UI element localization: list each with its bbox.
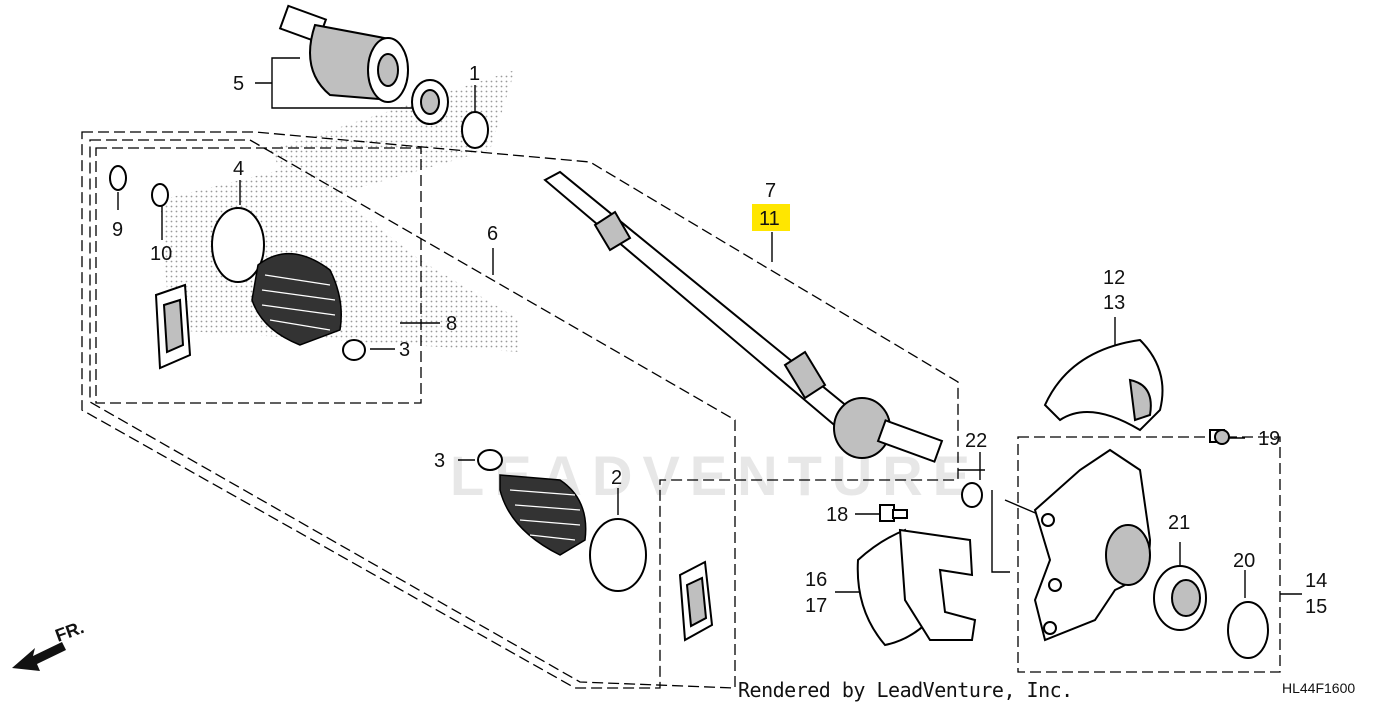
callout-5[interactable]: 5 (233, 73, 244, 95)
callout-19[interactable]: 19 (1258, 428, 1280, 450)
rendered-by-credit: Rendered by LeadVenture, Inc. (738, 678, 1073, 702)
callout-20[interactable]: 20 (1233, 550, 1255, 572)
boot-band-3-lower[interactable] (477, 449, 503, 471)
callout-11[interactable]: 11 (759, 208, 780, 230)
outline-knuckle-14 (1017, 436, 1281, 673)
shading-upper (270, 70, 515, 205)
callout-14[interactable]: 14 (1305, 570, 1327, 592)
arm-cover[interactable] (856, 528, 977, 647)
grease-pack-upper[interactable] (154, 283, 192, 370)
diagram-code: HL44F1600 (1282, 680, 1356, 696)
callout-1[interactable]: 1 (469, 63, 480, 85)
callout-15[interactable]: 15 (1305, 596, 1327, 618)
ring-10[interactable] (151, 183, 169, 207)
callout-3-upper[interactable]: 3 (399, 339, 410, 361)
ring-22[interactable] (961, 482, 983, 508)
callout-7[interactable]: 7 (765, 180, 776, 202)
callout-16[interactable]: 16 (805, 569, 827, 591)
bearing-cage[interactable] (411, 79, 449, 125)
driveshaft[interactable] (543, 170, 944, 463)
outline-kit-8 (95, 147, 422, 404)
wheel-bearing[interactable] (1153, 565, 1207, 631)
circlip-1[interactable] (461, 111, 489, 149)
callout-2[interactable]: 2 (611, 467, 622, 489)
callout-21[interactable]: 21 (1168, 512, 1190, 534)
callout-8[interactable]: 8 (446, 313, 457, 335)
grease-pack-lower[interactable] (678, 560, 714, 642)
bolt-18[interactable] (879, 504, 908, 522)
circlip-9[interactable] (109, 165, 127, 191)
callout-9[interactable]: 9 (112, 219, 123, 241)
dust-cover[interactable] (1043, 338, 1164, 432)
knuckle[interactable] (1033, 448, 1152, 642)
callout-18[interactable]: 18 (826, 504, 848, 526)
circlip-20[interactable] (1227, 601, 1269, 659)
inner-boot[interactable] (499, 474, 587, 556)
boot-band-4[interactable] (211, 207, 265, 283)
outline-kit-6-inner (89, 139, 736, 689)
boot-band-2[interactable] (589, 518, 647, 592)
highlight-part-11 (752, 204, 790, 231)
outer-joint-housing[interactable] (278, 4, 409, 103)
boot-band-3-upper[interactable] (342, 339, 366, 361)
outline-kit-6 (81, 131, 959, 689)
callout-3-lower[interactable]: 3 (434, 450, 445, 472)
callout-12[interactable]: 12 (1103, 267, 1125, 289)
callout-22[interactable]: 22 (965, 430, 987, 452)
callout-17[interactable]: 17 (805, 595, 827, 617)
outer-boot[interactable] (251, 253, 342, 346)
callout-13[interactable]: 13 (1103, 292, 1125, 314)
callout-6[interactable]: 6 (487, 223, 498, 245)
front-label: FR. (53, 617, 87, 646)
leader-lines (117, 57, 1302, 598)
bolt-19[interactable] (1209, 429, 1230, 445)
callout-10[interactable]: 10 (150, 243, 172, 265)
callout-4[interactable]: 4 (233, 158, 244, 180)
front-arrow-icon (12, 642, 66, 671)
